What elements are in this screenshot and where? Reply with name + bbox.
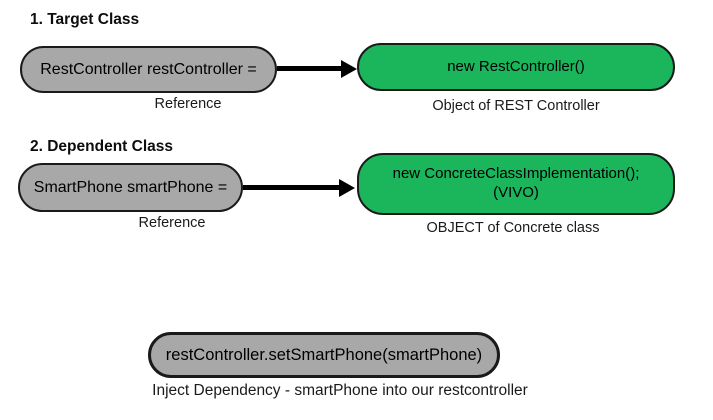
- arrow-head: [341, 59, 357, 78]
- dependent-reference-box: SmartPhone smartPhone =: [18, 163, 243, 212]
- injection-caption: Inject Dependency - smartPhone into our …: [152, 382, 528, 399]
- section2-heading: 2. Dependent Class: [30, 138, 173, 155]
- target-object-box: new RestController(): [357, 43, 675, 91]
- target-reference-box: RestController restController =: [20, 46, 277, 93]
- target-object-caption: Object of REST Controller: [432, 98, 600, 114]
- dependent-object-caption: OBJECT of Concrete class: [426, 220, 600, 236]
- arrow-shaft: [243, 185, 341, 190]
- section1-heading: 1. Target Class: [30, 11, 140, 28]
- injection-box: restController.setSmartPhone(smartPhone): [148, 332, 500, 378]
- dependent-object-box: new ConcreteClassImplementation(); (VIVO…: [357, 153, 675, 215]
- dependent-reference-label: SmartPhone smartPhone =: [33, 178, 228, 196]
- arrow-head: [339, 178, 355, 197]
- injection-label: restController.setSmartPhone(smartPhone): [165, 345, 483, 364]
- dependent-reference-caption: Reference: [138, 215, 206, 231]
- arrow-shaft: [277, 66, 343, 71]
- dependent-object-label: new ConcreteClassImplementation(); (VIVO…: [392, 165, 640, 201]
- target-reference-caption: Reference: [154, 96, 222, 112]
- target-reference-label: RestController restController =: [40, 60, 257, 78]
- target-object-label: new RestController(): [447, 57, 585, 75]
